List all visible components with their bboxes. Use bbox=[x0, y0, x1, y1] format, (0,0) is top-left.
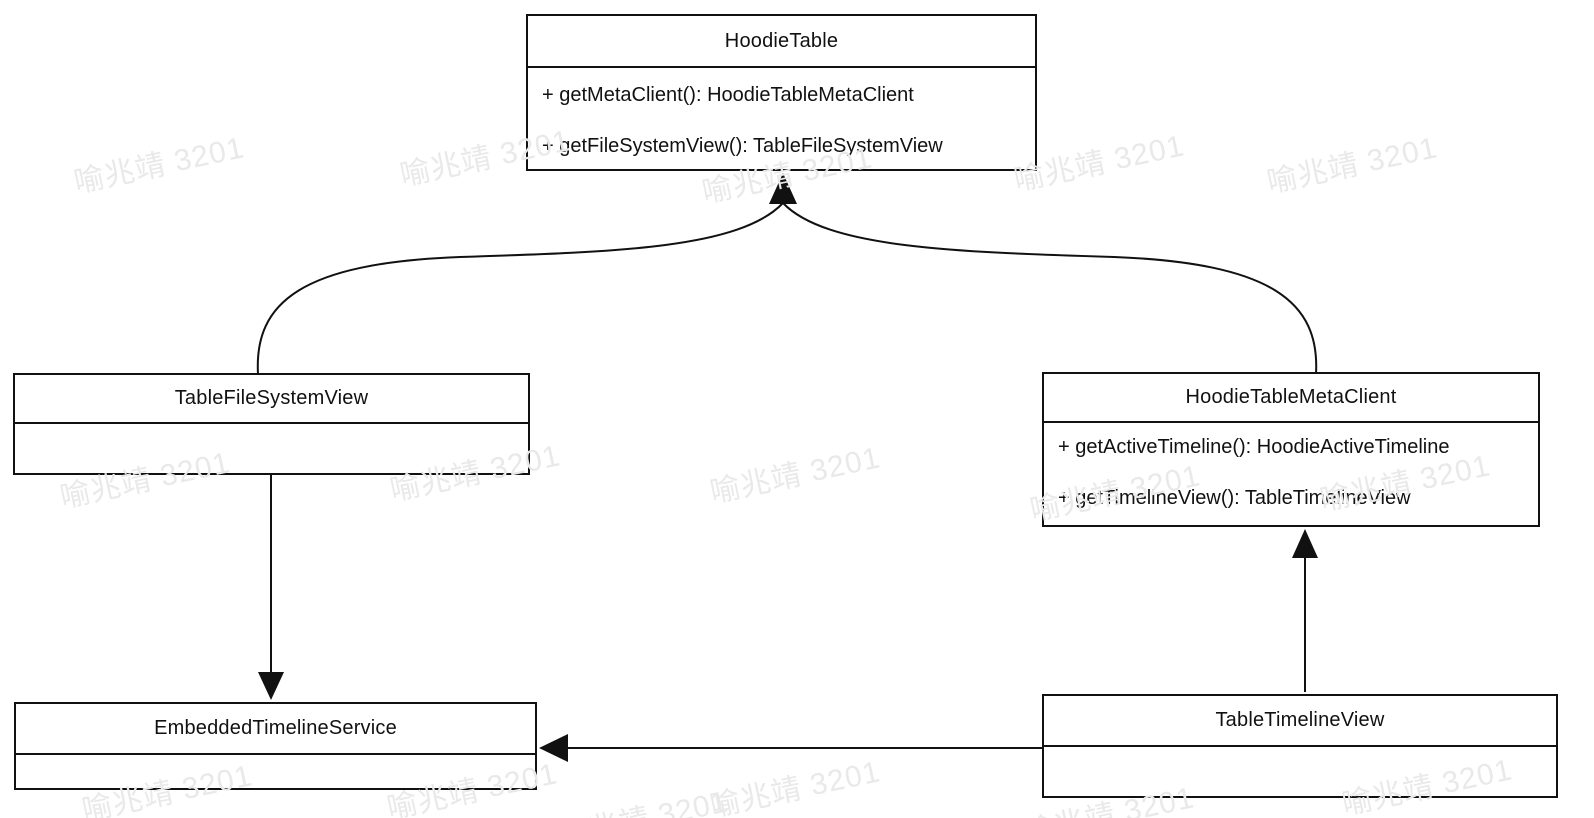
arrowhead-up-hoodietable bbox=[769, 173, 797, 204]
class-title-hoodietable: HoodieTable bbox=[528, 16, 1035, 68]
class-title-tabletimelineview: TableTimelineView bbox=[1044, 696, 1556, 747]
class-box-tablefilesystemview: TableFileSystemView bbox=[13, 373, 530, 475]
class-box-hoodietable: HoodieTable + getMetaClient(): HoodieTab… bbox=[526, 14, 1037, 171]
class-box-tabletimelineview: TableTimelineView bbox=[1042, 694, 1558, 798]
class-box-embeddedtimelineservice: EmbeddedTimelineService bbox=[14, 702, 537, 790]
class-methods-hoodietablemetaclient: + getActiveTimeline(): HoodieActiveTimel… bbox=[1044, 423, 1538, 515]
connector-filesystemview-to-hoodietable bbox=[256, 202, 784, 375]
class-title-tablefilesystemview: TableFileSystemView bbox=[15, 375, 528, 424]
arrowhead-down-embedded bbox=[258, 672, 284, 700]
class-title-embeddedtimelineservice: EmbeddedTimelineService bbox=[16, 704, 535, 755]
class-methods-hoodietable: + getMetaClient(): HoodieTableMetaClient… bbox=[528, 68, 1035, 163]
class-methods-embeddedtimelineservice bbox=[16, 755, 535, 765]
class-methods-tabletimelineview bbox=[1044, 747, 1556, 757]
class-method: + getActiveTimeline(): HoodieActiveTimel… bbox=[1058, 436, 1450, 458]
class-methods-tablefilesystemview bbox=[15, 424, 528, 434]
class-method: + getTimelineView(): TableTimelineView bbox=[1058, 487, 1411, 509]
class-method: + getFileSystemView(): TableFileSystemVi… bbox=[542, 135, 943, 157]
connector-metaclient-to-hoodietable bbox=[782, 202, 1318, 375]
class-method: + getMetaClient(): HoodieTableMetaClient bbox=[542, 84, 914, 106]
class-box-hoodietablemetaclient: HoodieTableMetaClient + getActiveTimelin… bbox=[1042, 372, 1540, 527]
class-title-hoodietablemetaclient: HoodieTableMetaClient bbox=[1044, 374, 1538, 423]
arrowhead-up-metaclient bbox=[1292, 529, 1318, 558]
arrowhead-left-embedded bbox=[539, 734, 568, 762]
